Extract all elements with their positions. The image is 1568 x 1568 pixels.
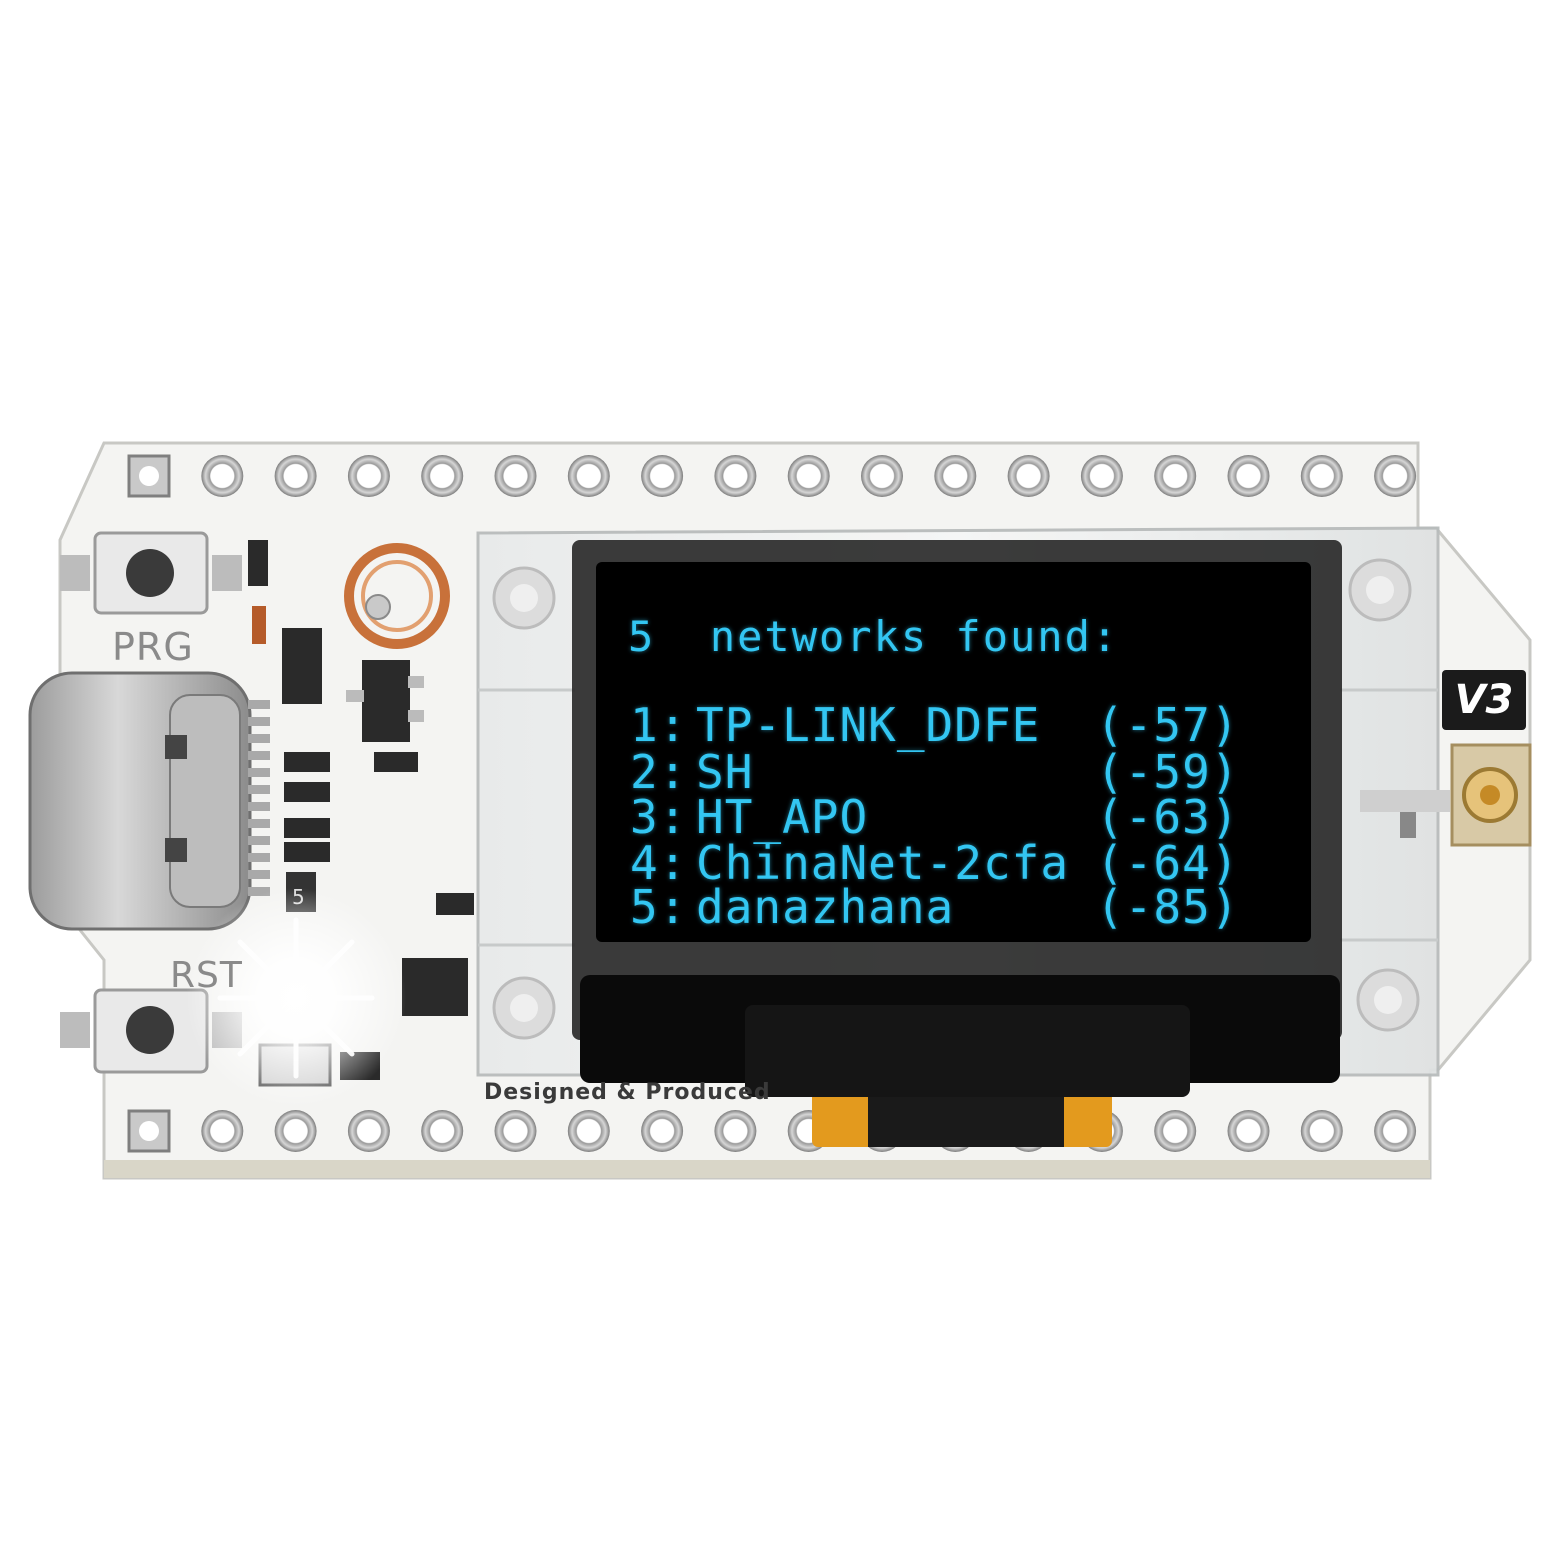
network-rssi: (-85) bbox=[1096, 880, 1240, 934]
header-pin bbox=[347, 1110, 390, 1152]
header-pin bbox=[1374, 1110, 1417, 1152]
header-pin bbox=[714, 455, 757, 497]
network-rssi: (-63) bbox=[1096, 790, 1240, 844]
network-rssi: (-64) bbox=[1096, 836, 1240, 890]
header-pin bbox=[641, 1110, 684, 1152]
usb-pin bbox=[248, 853, 270, 862]
usb-c-port[interactable] bbox=[28, 671, 252, 931]
network-ssid: TP-LINK_DDFE bbox=[696, 698, 1041, 752]
usb-pin bbox=[248, 819, 270, 828]
header-pin bbox=[1374, 455, 1417, 497]
network-row: 2: SH (-59) bbox=[630, 745, 1238, 799]
network-index: 1: bbox=[630, 698, 688, 752]
pcb-edge bbox=[104, 1160, 1430, 1178]
header-pin bbox=[201, 1110, 244, 1152]
usb-pin bbox=[248, 887, 270, 896]
version-badge: V3 bbox=[1442, 670, 1526, 730]
header-pin bbox=[787, 455, 830, 497]
usb-pin bbox=[248, 700, 270, 709]
prg-label: PRG bbox=[112, 625, 194, 669]
network-index: 3: bbox=[630, 790, 688, 844]
header-pin bbox=[421, 455, 464, 497]
header-pin bbox=[1227, 455, 1270, 497]
network-row: 5: danazhana (-85) bbox=[630, 880, 1238, 934]
prg-button[interactable] bbox=[60, 531, 242, 615]
rst-label: RST bbox=[170, 955, 243, 996]
network-row: 4: ChinaNet-2cfa (-64) bbox=[630, 836, 1238, 890]
network-index: 4: bbox=[630, 836, 688, 890]
usb-pin bbox=[248, 717, 270, 726]
header-pin bbox=[714, 1110, 757, 1152]
usb-pin bbox=[248, 734, 270, 743]
header-pin bbox=[347, 455, 390, 497]
oled-header: 5 networks found: bbox=[628, 612, 1120, 661]
flex-cable bbox=[745, 1005, 1190, 1147]
network-ssid: HT_APO bbox=[696, 790, 869, 844]
usb-pin bbox=[248, 768, 270, 777]
usb-pin bbox=[248, 751, 270, 760]
network-row: 1: TP-LINK_DDFE (-57) bbox=[630, 698, 1238, 752]
network-index: 5: bbox=[630, 880, 688, 934]
oled-screen bbox=[596, 562, 1311, 942]
usb-pin bbox=[248, 870, 270, 879]
header-pin bbox=[201, 455, 244, 497]
led-sparkle-icon bbox=[217, 917, 375, 1079]
antenna-coil-icon bbox=[344, 543, 450, 649]
header-pin-hole bbox=[139, 1121, 159, 1141]
header-pin bbox=[1080, 455, 1123, 497]
usb-pin-row bbox=[248, 700, 270, 896]
header-pin bbox=[1300, 455, 1343, 497]
header-pin bbox=[1154, 1110, 1197, 1152]
usb-pin bbox=[248, 802, 270, 811]
pin-header-top bbox=[127, 454, 1417, 498]
network-ssid: ChinaNet-2cfa bbox=[696, 836, 1070, 890]
header-pin bbox=[494, 455, 537, 497]
network-ssid: danazhana bbox=[696, 880, 955, 934]
header-pin bbox=[1227, 1110, 1270, 1152]
usb-pin bbox=[248, 785, 270, 794]
header-pin bbox=[1300, 1110, 1343, 1152]
header-pin bbox=[421, 1110, 464, 1152]
header-pin bbox=[567, 455, 610, 497]
network-ssid: SH bbox=[696, 745, 754, 799]
header-pin-hole bbox=[139, 466, 159, 486]
usb-pin bbox=[248, 836, 270, 845]
network-rssi: (-57) bbox=[1096, 698, 1240, 752]
header-pin bbox=[274, 455, 317, 497]
network-row: 3: HT_APO (-63) bbox=[630, 790, 1238, 844]
header-pin bbox=[1154, 455, 1197, 497]
network-index: 2: bbox=[630, 745, 688, 799]
header-pin bbox=[934, 455, 977, 497]
header-pin bbox=[567, 1110, 610, 1152]
header-pin bbox=[494, 1110, 537, 1152]
header-pin bbox=[1007, 455, 1050, 497]
ipex-connector-icon bbox=[1450, 743, 1532, 847]
header-pin bbox=[641, 455, 684, 497]
header-pin bbox=[861, 455, 903, 497]
network-rssi: (-59) bbox=[1096, 745, 1240, 799]
header-pin bbox=[274, 1110, 317, 1152]
brand-silkscreen: Designed & Produced bbox=[484, 1080, 771, 1105]
